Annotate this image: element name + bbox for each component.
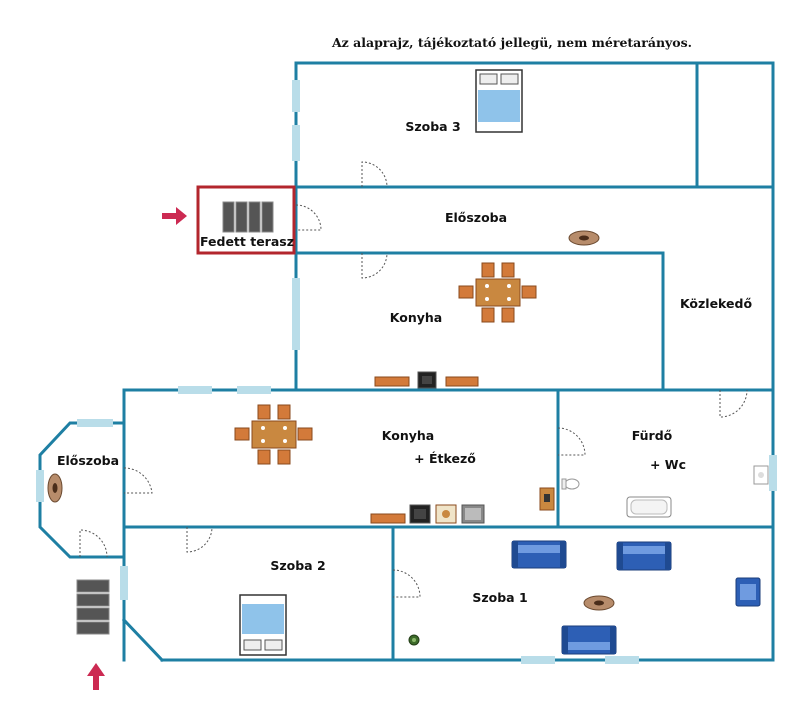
entrance-steps-icon (76, 579, 110, 635)
room-label-konyha-etkezo: Konyha (382, 428, 434, 443)
rug-icon (47, 473, 63, 503)
room-label-eloszoba-upper: Előszoba (445, 210, 507, 225)
terrace-slats-icon (222, 201, 274, 233)
entrance-arrow-icon (162, 207, 187, 225)
bed-icon (475, 69, 523, 133)
room-label-szoba-2: Szoba 2 (270, 558, 325, 573)
bathtub-icon (626, 496, 672, 518)
room-label-konyha-upper: Konyha (390, 310, 442, 325)
room-label-fedett-terasz: Fedett terasz (200, 234, 294, 249)
disclaimer-note: Az alaprajz, tájékoztató jellegü, nem mé… (331, 35, 692, 50)
windows (36, 80, 777, 664)
doors (79, 161, 748, 598)
covered-terrace-outline (196, 185, 296, 255)
plant-icon (408, 634, 420, 646)
room-label-furdo-wc: + Wc (650, 457, 686, 472)
room-label-eloszoba-left: Előszoba (57, 453, 119, 468)
kitchen-counter-icon (374, 371, 479, 389)
rug-icon (583, 595, 615, 611)
sink-icon (753, 465, 769, 485)
armchair-icon (735, 577, 761, 607)
dining-table-icon (458, 262, 537, 323)
sofa-icon (511, 540, 567, 569)
sofa-icon (616, 541, 672, 571)
bed-icon (239, 594, 287, 656)
dining-table-icon (234, 404, 313, 465)
room-label-konyha-etkezo-2: + Étkező (414, 451, 476, 466)
room-label-kozlekedo: Közlekedő (680, 296, 752, 311)
toilet-icon (561, 478, 580, 490)
room-label-szoba-1: Szoba 1 (472, 590, 527, 605)
room-label-szoba-3: Szoba 3 (405, 119, 460, 134)
kitchen-counter-icon (370, 487, 555, 524)
sofa-icon (561, 625, 617, 655)
rug-icon (568, 230, 600, 246)
room-label-furdo: Fürdő (632, 428, 673, 443)
walls (38, 61, 775, 663)
entrance-arrow-icon (87, 663, 105, 690)
